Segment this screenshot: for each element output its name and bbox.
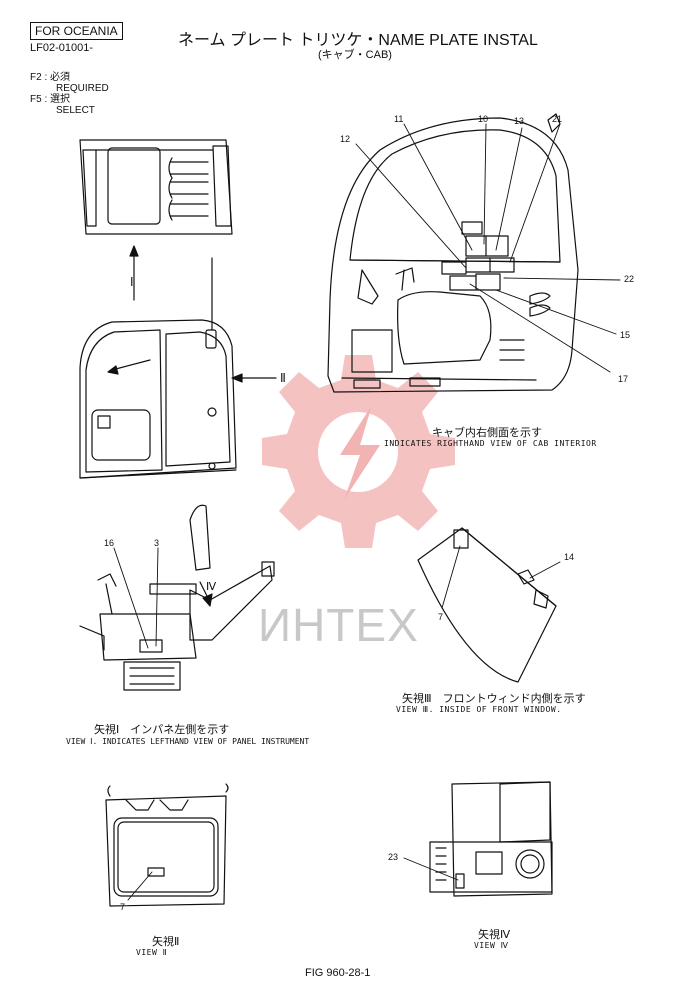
caption-cab-interior-en: INDICATES RIGHTHAND VIEW OF CAB INTERIOR (384, 439, 597, 448)
legend-f2-key: F2 : (30, 72, 48, 83)
caption-view3-en: VIEW Ⅲ. INSIDE OF FRONT WINDOW. (396, 705, 562, 714)
arrow-label-view1: Ⅰ (130, 275, 134, 289)
caption-view3-jp: 矢視Ⅲ フロントウィンド内側を示す (402, 692, 586, 705)
caption-cab-interior-jp: キャブ内右側面を示す (432, 426, 542, 439)
legend-f2: F2 : 必須 (30, 72, 109, 83)
arrow-view4-icon (199, 581, 213, 607)
watermark-bolt-icon (340, 405, 380, 500)
callout-14: 14 (564, 552, 574, 562)
callout-22: 22 (624, 274, 634, 284)
callout-13: 13 (514, 116, 524, 126)
callout-21: 21 (552, 114, 562, 124)
region-tag: FOR OCEANIA (30, 22, 123, 40)
callout-7-view3: 7 (438, 612, 443, 622)
watermark-text: ИНТЕХ (258, 599, 419, 651)
caption-view2-en: VIEW Ⅱ (136, 948, 168, 957)
legend-f5-jp: 選択 (50, 94, 71, 105)
callout-12: 12 (340, 134, 350, 144)
page-subtitle: (キャブ・CAB) (318, 49, 392, 61)
legend-f2-en: REQUIRED (56, 83, 109, 94)
arrow-view2-icon (231, 373, 277, 383)
callout-15: 15 (620, 330, 630, 340)
caption-view2-jp: 矢視Ⅱ (152, 935, 180, 948)
view2-panel (105, 783, 229, 907)
caption-view1-en: VIEW Ⅰ. INDICATES LEFTHAND VIEW OF PANEL… (66, 737, 310, 746)
arrow-view1-icon (129, 245, 139, 301)
callout-10: 10 (478, 114, 488, 124)
caption-view4-en: VIEW Ⅳ (474, 941, 509, 950)
callout-leaders (113, 123, 621, 901)
legend: F2 : 必須 REQUIRED F5 : 選択 SELECT (30, 72, 109, 116)
cab-interior-view (327, 113, 579, 393)
view4-panel (429, 781, 553, 897)
caption-view1-jp: 矢視Ⅰ インパネ左側を示す (94, 723, 230, 736)
callout-11: 11 (394, 114, 403, 124)
caption-view4-jp: 矢視Ⅳ (478, 928, 511, 941)
callout-3: 3 (154, 538, 159, 548)
document-number: LF02-01001- (30, 42, 93, 54)
front-window-view (417, 527, 557, 683)
cab-exterior (79, 319, 237, 479)
callout-23: 23 (388, 852, 398, 862)
legend-f2-jp: 必須 (50, 72, 71, 83)
legend-f5-key: F5 : (30, 94, 48, 105)
seat-panel-view (79, 504, 275, 691)
callout-7-view2: 7 (120, 902, 125, 912)
panel-top-view (79, 139, 233, 235)
page-title: ネーム プレート トリツケ・NAME PLATE INSTAL (178, 32, 538, 49)
figure-number: FIG 960-28-1 (305, 967, 371, 979)
callout-17: 17 (618, 374, 628, 384)
callout-16: 16 (104, 538, 114, 548)
legend-f5-en: SELECT (56, 105, 95, 116)
legend-f5: F5 : 選択 (30, 94, 109, 105)
arrow-label-view2: Ⅱ (280, 371, 286, 385)
arrow-label-view4: Ⅳ (206, 581, 217, 593)
